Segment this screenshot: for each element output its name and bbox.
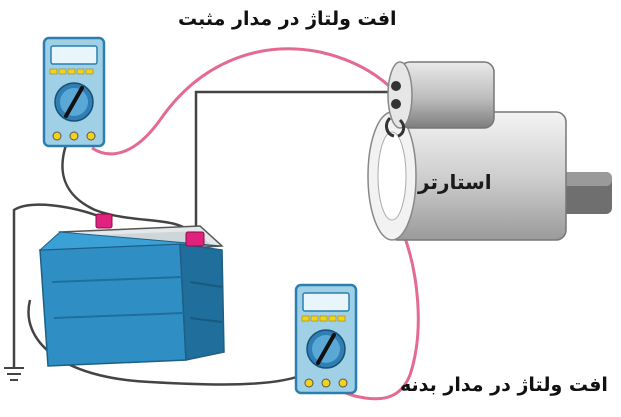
battery-icon	[40, 214, 224, 366]
black-wire-top-meter	[62, 145, 192, 235]
starter-motor-icon	[368, 62, 612, 240]
battery-negative-terminal	[96, 214, 112, 228]
ground-symbol-icon	[4, 368, 24, 380]
starter-label: استارتر	[418, 170, 492, 194]
black-wire-battery-starter	[196, 92, 395, 235]
top-multimeter-icon	[44, 38, 104, 146]
red-wire-top-meter	[92, 49, 398, 154]
positive-circuit-label: افت ولتاژ در مدار مثبت	[178, 8, 397, 30]
ground-circuit-label: افت ولتاژ در مدار بدنه	[400, 374, 608, 396]
battery-positive-terminal	[186, 232, 204, 246]
bottom-multimeter-icon	[296, 285, 356, 393]
